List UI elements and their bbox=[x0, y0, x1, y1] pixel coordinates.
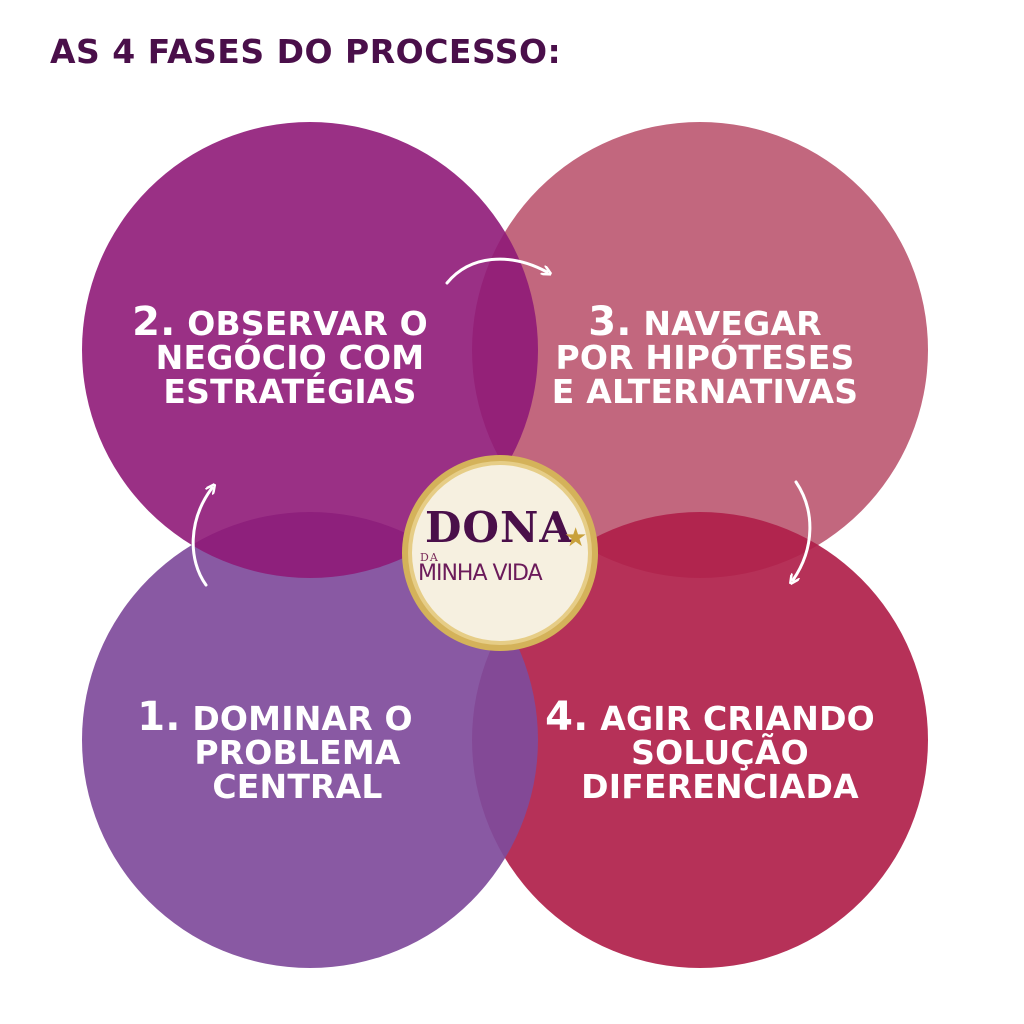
phase-2-line-2: NEGÓCIO COM bbox=[155, 338, 425, 377]
page-title: AS 4 FASES DO PROCESSO: bbox=[50, 32, 562, 71]
phase-3-number: 3. bbox=[588, 299, 632, 345]
phase-2-line-1: OBSERVAR O bbox=[187, 304, 428, 343]
phase-2-number: 2. bbox=[132, 299, 176, 345]
arrow-3-to-4 bbox=[793, 480, 812, 580]
phase-3-circle bbox=[472, 122, 928, 578]
phase-1-line-2: PROBLEMA bbox=[194, 733, 401, 772]
phase-4-line-3: DIFERENCIADA bbox=[581, 767, 859, 806]
arrow-2-to-3 bbox=[445, 257, 547, 285]
arrow-1-to-2 bbox=[191, 488, 212, 587]
star-icon: ★ bbox=[564, 523, 588, 552]
phase-1-line-3: CENTRAL bbox=[212, 767, 383, 806]
phase-3-label: 3. NAVEGAR POR HIPÓTESES E ALTERNATIVAS bbox=[515, 302, 895, 411]
phase-4-line-2: SOLUÇÃO bbox=[631, 733, 809, 772]
phase-3-line-1: NAVEGAR bbox=[643, 304, 822, 343]
phase-2-line-3: ESTRATÉGIAS bbox=[163, 372, 417, 411]
logo-word-minha-vida: MINHA VIDA bbox=[418, 561, 543, 586]
phase-4-label: 4. AGIR CRIANDO SOLUÇÃO DIFERENCIADA bbox=[525, 697, 895, 806]
phase-1-label: 1. DOMINAR O PROBLEMA CENTRAL bbox=[120, 697, 430, 806]
logo-word-da: DA bbox=[420, 551, 439, 564]
phase-3-line-3: E ALTERNATIVAS bbox=[551, 372, 859, 411]
phase-3-line-2: POR HIPÓTESES bbox=[555, 338, 855, 377]
phase-2-circle bbox=[82, 122, 538, 578]
phase-1-circle bbox=[82, 512, 538, 968]
logo-background bbox=[412, 465, 588, 641]
phase-4-line-1: AGIR CRIANDO bbox=[600, 699, 875, 738]
phase-4-number: 4. bbox=[545, 694, 589, 740]
phase-1-line-1: DOMINAR O bbox=[192, 699, 413, 738]
logo-word-dona: DONA bbox=[425, 503, 573, 552]
phase-2-label: 2. OBSERVAR O NEGÓCIO COM ESTRATÉGIAS bbox=[110, 302, 450, 411]
phase-1-number: 1. bbox=[137, 694, 181, 740]
phase-4-circle bbox=[472, 512, 928, 968]
logo: DONA ★ DA MINHA VIDA bbox=[404, 503, 604, 587]
